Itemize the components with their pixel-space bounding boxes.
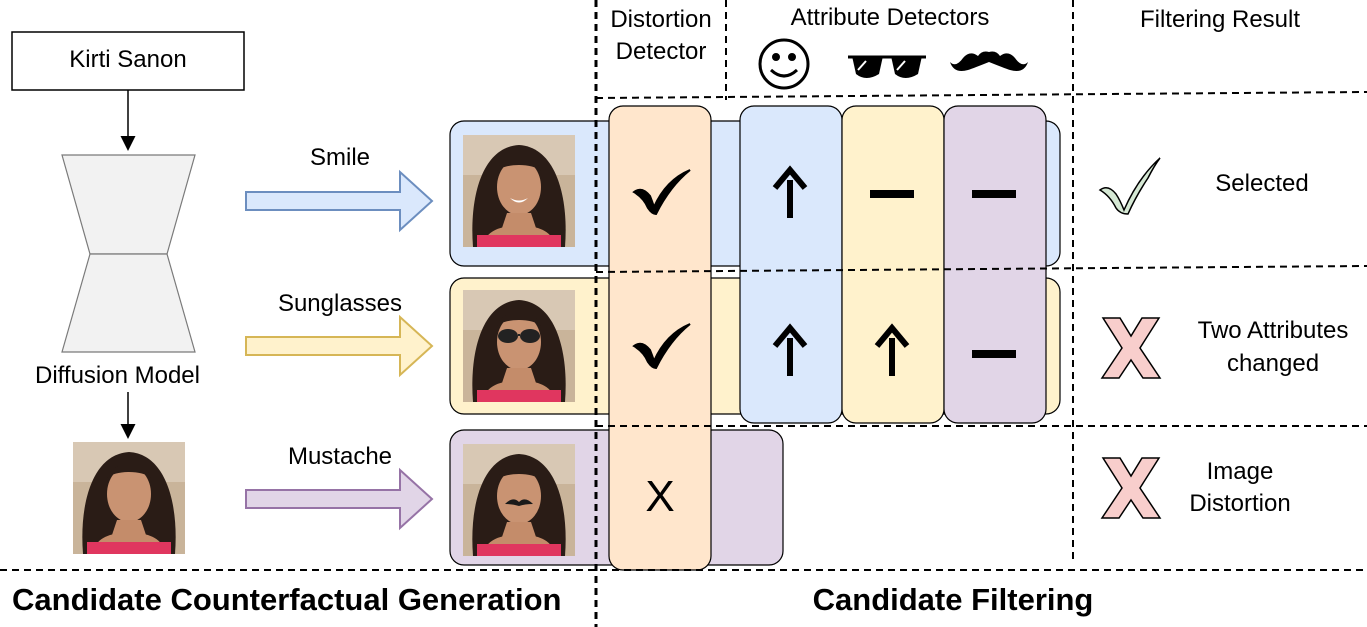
original-face-photo <box>73 442 185 554</box>
attribute-detectors-header: Attribute Detectors <box>790 4 990 31</box>
two-attributes-cross-icon <box>1100 317 1162 379</box>
mustache-arrow <box>245 467 434 531</box>
sunglasses-icon <box>848 55 926 78</box>
sunglasses-face-photo <box>463 290 575 402</box>
sunglasses-row1-dash-icon <box>870 190 914 198</box>
diffusion-decoder-shape <box>61 253 196 353</box>
smile-edit-label: Smile <box>309 144 370 171</box>
result-row2-line1: Two Attributes <box>1197 317 1349 344</box>
smiley-face-icon <box>758 38 810 90</box>
diffusion-encoder-shape <box>61 154 196 255</box>
section-title-filtering: Candidate Filtering <box>812 582 1094 617</box>
smile-row2-up-arrow-icon <box>772 323 808 376</box>
result-row3-line2: Distortion <box>1189 490 1291 517</box>
mustache-row2-dash-icon <box>972 350 1016 358</box>
distortion-cross-icon <box>1100 457 1162 519</box>
smile-row1-up-arrow-icon <box>772 165 808 218</box>
smile-arrow <box>245 169 434 233</box>
distortion-row1-check-icon <box>632 169 691 216</box>
filtering-result-header: Filtering Result <box>1139 6 1301 33</box>
mustache-edit-label: Mustache <box>287 443 393 470</box>
section-title-generation: Candidate Counterfactual Generation <box>12 582 562 617</box>
distortion-detector-header-line1: Distortion <box>610 6 712 33</box>
distortion-row2-check-icon <box>632 323 691 370</box>
result-row1-text: Selected <box>1215 170 1309 197</box>
sunglasses-arrow <box>245 314 434 378</box>
diffusion-model-label: Diffusion Model <box>35 362 200 389</box>
selected-check-icon <box>1098 157 1161 215</box>
mustache-face-photo <box>463 444 575 556</box>
sunglasses-row2-up-arrow-icon <box>874 323 910 376</box>
smile-face-photo <box>463 135 575 247</box>
mustache-icon <box>950 51 1028 71</box>
result-row2-line2: changed <box>1226 350 1320 377</box>
prompt-text: Kirti Sanon <box>69 46 187 73</box>
prompt-box <box>11 31 245 91</box>
distortion-detector-header-line2: Detector <box>615 38 707 65</box>
mustache-row1-dash-icon <box>972 190 1016 198</box>
result-row3-line1: Image <box>1206 458 1274 485</box>
distortion-row3-x: X <box>645 472 675 521</box>
sunglasses-edit-label: Sunglasses <box>277 290 403 317</box>
mustache-detector-column <box>943 105 1047 424</box>
